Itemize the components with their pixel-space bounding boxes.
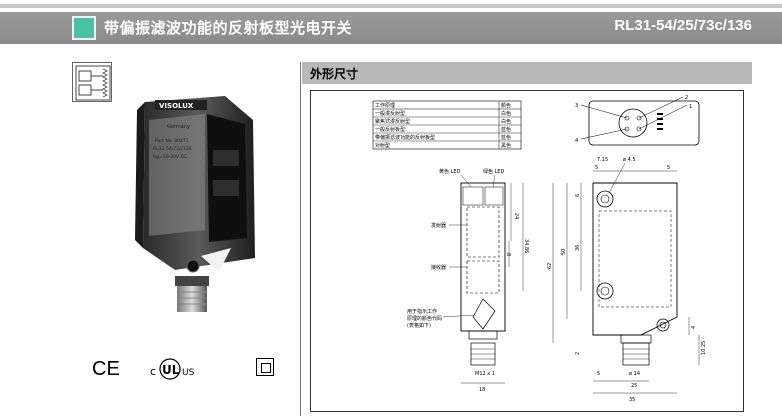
dim-5-top-right: 5 <box>667 165 670 171</box>
table-cell: 蓝色 <box>501 126 511 133</box>
dim-8: 8 <box>505 253 511 256</box>
dim-36: 36 <box>575 245 581 251</box>
product-brand: VISOLUX <box>159 102 194 110</box>
pin-2-label: 2 <box>685 95 688 101</box>
front-view-drawing: 黄色 LED 绿色 LED 发射器 接收器 用于指示工作 原理的颜色代码 (表格… <box>407 168 529 393</box>
dim-5-top-left: 5 <box>595 165 598 171</box>
table-cell: 一般漫反射型 <box>375 110 405 117</box>
dim-4: 4 <box>691 326 697 329</box>
dim-6: 6 <box>575 194 581 197</box>
pin-1-label: 1 <box>689 104 692 110</box>
product-photo: VISOLUX Germany Part No. 80471 RL31-54/7… <box>115 80 275 320</box>
product-model-label: RL31-54/73c/136 <box>153 146 192 152</box>
pin-3-label: 3 <box>575 103 578 109</box>
cul-suffix: US <box>182 368 195 378</box>
color-code-note-1: 用于指示工作 <box>407 308 437 315</box>
color-code-note-2: 原理的颜色代码 <box>407 315 442 322</box>
table-cell: 对射型 <box>375 142 390 149</box>
product-sub: Germany <box>167 124 190 130</box>
table-header-color: 颜色 <box>501 102 511 109</box>
product-voltage: Ug=10-30V DC <box>153 154 187 160</box>
banner-bar <box>0 12 782 44</box>
dim-50: 50 <box>561 249 567 255</box>
dim-2: 2 <box>575 352 581 355</box>
ul-letters: UL <box>162 363 180 377</box>
page-title: 带偏振滤波功能的反射板型光电开关 <box>104 19 353 37</box>
product-part: Part No. 80471 <box>155 138 189 144</box>
dim-62: 62 <box>547 263 553 269</box>
front-width-dim: 18 <box>479 387 485 393</box>
dim-phi-4-5: ø 4.5 <box>623 157 636 163</box>
receiver-label: 接收器 <box>431 264 446 271</box>
emitter-label: 发射器 <box>431 222 446 229</box>
section-title: 外形尺寸 <box>310 67 359 81</box>
dim-7-15: 7.15 <box>597 157 608 163</box>
dim-35: 35 <box>629 397 635 403</box>
table-cell: 带偏振滤波功能的反射板型 <box>375 134 435 141</box>
header-banner: 带偏振滤波功能的反射板型光电开关 RL31-54/25/73c/136 <box>0 0 782 52</box>
table-cell: 一般反射板型 <box>375 126 405 133</box>
dim-24: 24 <box>513 213 519 219</box>
table-header-principle: 工作原理 <box>375 102 395 109</box>
dim-phi-14: ø 14 <box>629 371 640 377</box>
dim-34-86: 34.86 <box>523 239 529 253</box>
column-divider <box>300 62 301 416</box>
green-led-label: 绿色 LED <box>483 168 505 175</box>
table-cell: 白色 <box>501 118 511 125</box>
banner-top-rule <box>0 4 782 8</box>
dim-25: 25 <box>631 383 637 389</box>
table-cell: 聚焦式漫反射型 <box>375 118 410 125</box>
double-insulation-mark <box>256 358 274 376</box>
thread-label: M12 x 1 <box>475 371 495 377</box>
ce-mark: CE <box>92 358 120 380</box>
yellow-led-label: 黄色 LED <box>439 168 461 175</box>
dim-10-25: 10.25 <box>701 341 707 355</box>
table-cell: 黑色 <box>501 142 511 149</box>
dim-5-bottom: 5 <box>597 371 600 377</box>
pin-4-label: 4 <box>575 138 578 144</box>
reflector-symbol-icon <box>72 62 112 102</box>
table-cell: 白色 <box>501 110 511 117</box>
section-header-bar <box>302 62 752 84</box>
cul-us-mark: c UL US <box>150 356 220 387</box>
side-view-drawing: 5 7.15 ø 4.5 5 6 36 50 62 2 4 10.25 5 ø … <box>547 157 707 403</box>
connector-top-view: 3 4 2 1 <box>575 95 700 146</box>
dimension-drawing: 工作原理 颜色 一般漫反射型 白色 聚焦式漫反射型 白色 一般反射板型 蓝色 带… <box>310 90 744 412</box>
table-cell: 蓝色 <box>501 134 511 141</box>
color-code-note-3: (表格如下) <box>407 322 431 329</box>
model-number: RL31-54/25/73c/136 <box>614 17 752 34</box>
cul-prefix: c <box>150 365 156 378</box>
banner-accent-square <box>72 16 96 40</box>
color-code-table: 工作原理 颜色 一般漫反射型 白色 聚焦式漫反射型 白色 一般反射板型 蓝色 带… <box>372 100 522 150</box>
